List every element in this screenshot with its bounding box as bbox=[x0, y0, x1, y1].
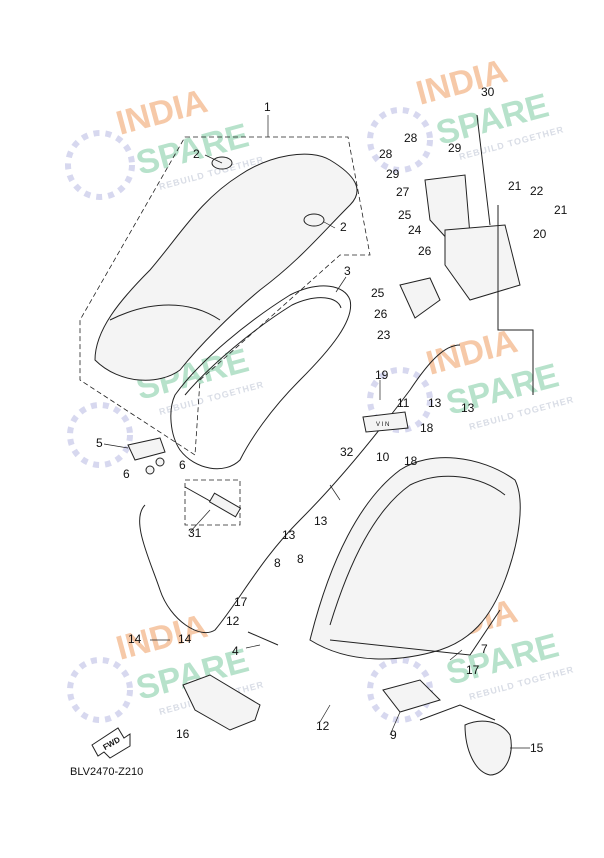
diagram-code: BLV2470-Z210 bbox=[70, 766, 144, 778]
callout-2a: 2 bbox=[193, 147, 200, 161]
callout-4: 4 bbox=[232, 644, 239, 658]
callout-11: 11 bbox=[397, 396, 410, 410]
callout-25b: 25 bbox=[371, 286, 385, 300]
callout-13d: 13 bbox=[461, 401, 475, 415]
callout-28a: 28 bbox=[404, 131, 418, 145]
luggage-box bbox=[309, 457, 521, 660]
callout-1: 1 bbox=[264, 100, 271, 114]
callout-22: 22 bbox=[530, 184, 544, 198]
seat-seal bbox=[170, 285, 352, 470]
callout-21a: 21 bbox=[508, 179, 522, 193]
callout-18b: 18 bbox=[420, 421, 434, 435]
callout-29b: 29 bbox=[448, 141, 462, 155]
callout-13a: 13 bbox=[282, 528, 296, 542]
callout-30: 30 bbox=[481, 85, 495, 99]
callout-20: 20 bbox=[533, 227, 547, 241]
callout-18a: 18 bbox=[404, 454, 418, 468]
callout-14b: 14 bbox=[178, 632, 192, 646]
bottom-cover bbox=[182, 674, 261, 731]
damper-2b bbox=[303, 213, 325, 227]
callout-17b: 17 bbox=[466, 663, 480, 677]
callout-28b: 28 bbox=[379, 147, 393, 161]
callout-12a: 12 bbox=[226, 614, 240, 628]
callout-10: 10 bbox=[376, 450, 390, 464]
callout-19: 19 bbox=[375, 368, 389, 382]
seat bbox=[94, 153, 358, 381]
lock-23 bbox=[399, 277, 441, 319]
fwd-arrow-icon: FWD bbox=[91, 727, 131, 759]
seat-group-boundary bbox=[79, 136, 371, 456]
callout-16: 16 bbox=[176, 727, 190, 741]
callout-17a: 17 bbox=[234, 595, 248, 609]
callout-31: 31 bbox=[188, 526, 202, 540]
callout-26b: 26 bbox=[374, 307, 388, 321]
bracket-20 bbox=[444, 224, 521, 301]
callout-25a: 25 bbox=[398, 208, 412, 222]
callout-26a: 26 bbox=[418, 244, 432, 258]
seat-hinge bbox=[127, 437, 166, 461]
seat-stitch bbox=[109, 304, 221, 321]
callout-6a: 6 bbox=[123, 467, 130, 481]
rod bbox=[247, 631, 279, 646]
callout-7: 7 bbox=[481, 642, 488, 656]
seat-lock-cable bbox=[139, 344, 461, 634]
bolt-6a bbox=[145, 465, 155, 475]
callout-15: 15 bbox=[530, 741, 544, 755]
callout-24: 24 bbox=[408, 223, 422, 237]
callout-8b: 8 bbox=[297, 552, 304, 566]
callouts: 1 2 2 3 4 5 6 6 7 8 8 9 10 11 12 12 13 1… bbox=[96, 85, 568, 755]
bolt-6b bbox=[155, 457, 165, 467]
callout-6b: 6 bbox=[179, 458, 186, 472]
callout-14a: 14 bbox=[128, 632, 142, 646]
callout-23: 23 bbox=[377, 328, 391, 342]
callout-13b: 13 bbox=[314, 514, 328, 528]
callout-13c: 13 bbox=[428, 396, 442, 410]
plate bbox=[382, 679, 441, 713]
vin-label: V I N bbox=[376, 422, 389, 428]
callout-32: 32 bbox=[340, 445, 354, 459]
callout-3: 3 bbox=[344, 264, 351, 278]
cable-30 bbox=[476, 114, 491, 226]
callout-9: 9 bbox=[390, 728, 397, 742]
watermark-top-right: INDIA SPARE REBUILD TOGETHER bbox=[367, 52, 565, 173]
callout-29a: 29 bbox=[386, 167, 400, 181]
callout-21b: 21 bbox=[554, 203, 568, 217]
vin-plate bbox=[362, 411, 409, 433]
cover-flap bbox=[464, 720, 512, 776]
callout-27: 27 bbox=[396, 185, 410, 199]
callout-8a: 8 bbox=[274, 556, 281, 570]
callout-5: 5 bbox=[96, 436, 103, 450]
callout-12b: 12 bbox=[316, 719, 330, 733]
callout-2b: 2 bbox=[340, 220, 347, 234]
